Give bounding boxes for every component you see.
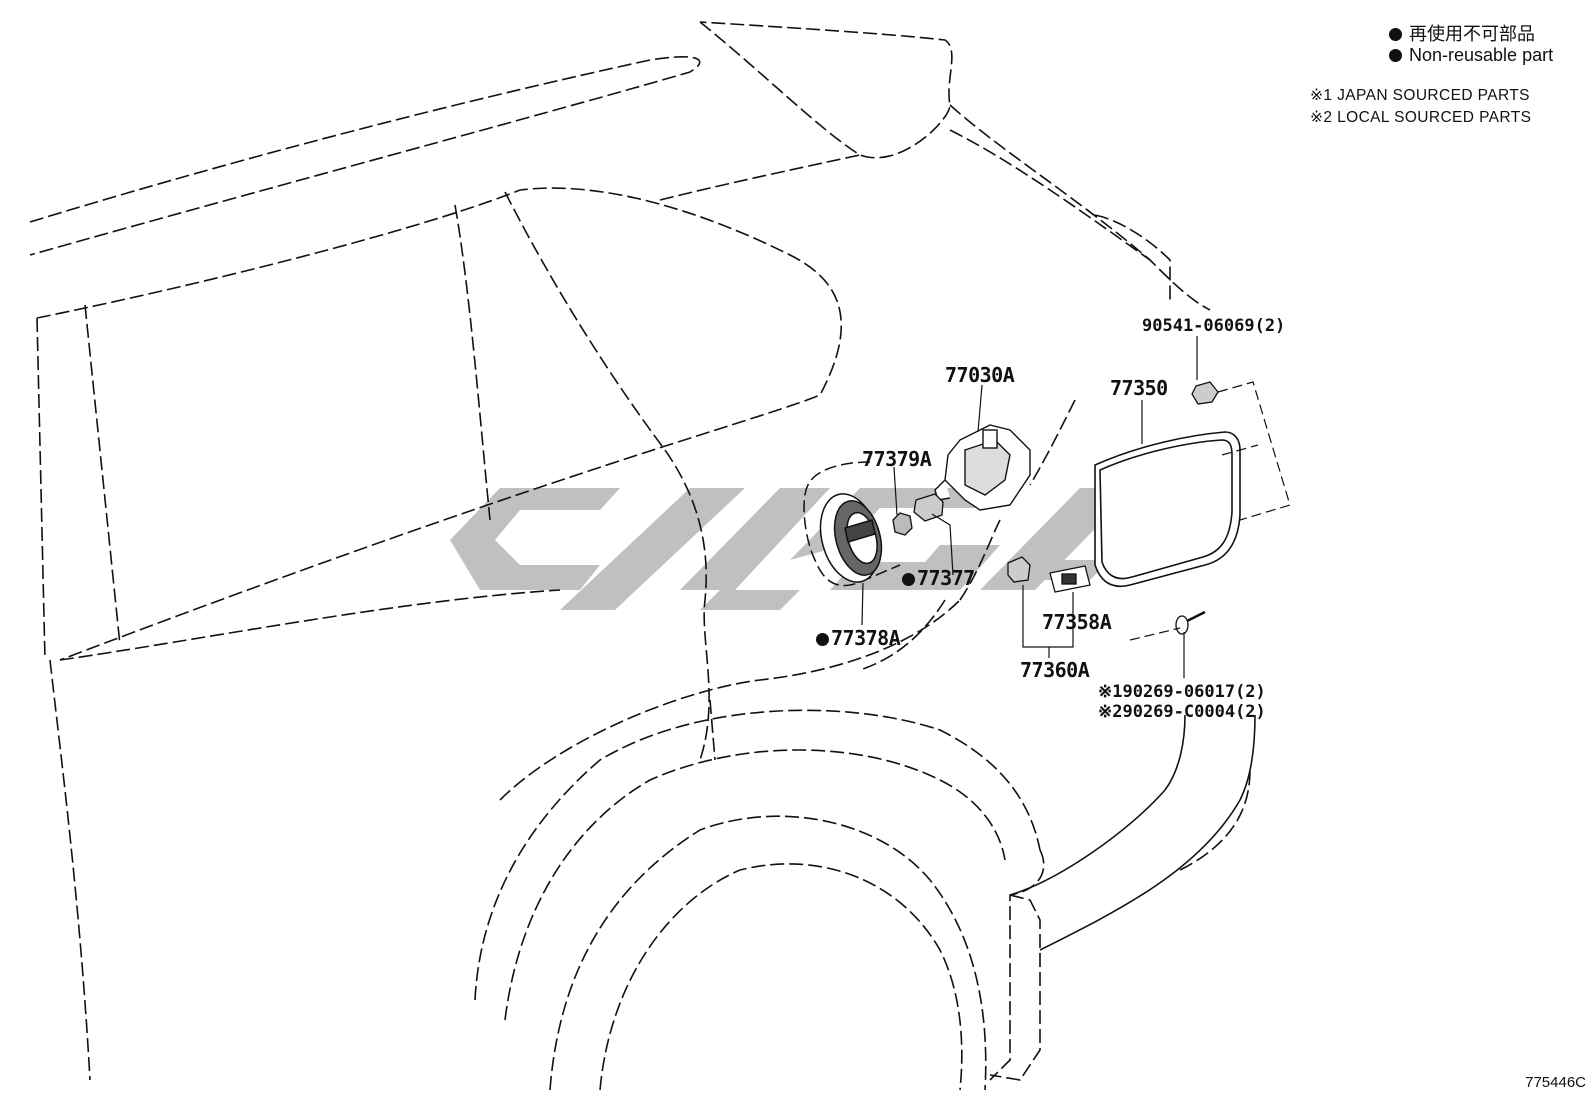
small-components	[892, 381, 1219, 635]
part-label-90541: 90541-06069(2)	[1142, 316, 1286, 336]
dashed-reference-lines	[1129, 381, 1291, 641]
fuel-door-lid	[1094, 431, 1241, 587]
lower-body-solid-lines	[1009, 714, 1256, 951]
part-label-77030a: 77030A	[945, 363, 1015, 387]
part-label-77350: 77350	[1110, 376, 1168, 400]
note-local-sourced: ※2 LOCAL SOURCED PARTS	[1310, 109, 1532, 126]
part-label-290269: ※290269-C0004(2)	[1098, 702, 1266, 722]
vehicle-body-outline	[29, 21, 1251, 1091]
part-label-77379a: 77379A	[862, 447, 932, 471]
fuel-inlet-ring	[819, 493, 883, 583]
non-reusable-dot-icon	[902, 573, 915, 586]
bullet-icon	[1389, 28, 1402, 41]
clip-190269-shape	[1175, 610, 1206, 635]
leader-lines	[861, 336, 1198, 678]
non-reusable-dot-icon	[816, 633, 829, 646]
fuel-lid-opener-housing	[934, 424, 1031, 511]
part-label-77377-text: 77377	[917, 566, 975, 590]
screw-90541-shape	[1191, 381, 1219, 405]
watermark-logo	[450, 488, 1135, 610]
part-label-190269: ※190269-06017(2)	[1098, 682, 1266, 702]
legend-jp-text: 再使用不可部品	[1409, 24, 1535, 44]
part-77360a-shape	[1007, 556, 1031, 583]
part-77377-shape	[913, 493, 944, 522]
note-japan-sourced: ※1 JAPAN SOURCED PARTS	[1310, 87, 1530, 104]
part-label-77378a-text: 77378A	[831, 626, 901, 650]
fuel-opening-recess-outline	[803, 461, 901, 587]
legend-en-text: Non-reusable part	[1409, 45, 1554, 65]
part-label-77378a: 77378A	[816, 626, 901, 650]
part-label-77358a: 77358A	[1042, 610, 1112, 634]
diagram-code: 775446C	[1525, 1074, 1586, 1091]
legend-jp: 再使用不可部品	[1389, 20, 1535, 46]
part-77379a-shape	[892, 512, 913, 536]
part-label-77360a: 77360A	[1020, 658, 1090, 682]
part-label-77377: 77377	[902, 566, 975, 590]
legend-en: Non-reusable part	[1389, 45, 1553, 66]
bullet-icon	[1389, 49, 1402, 62]
